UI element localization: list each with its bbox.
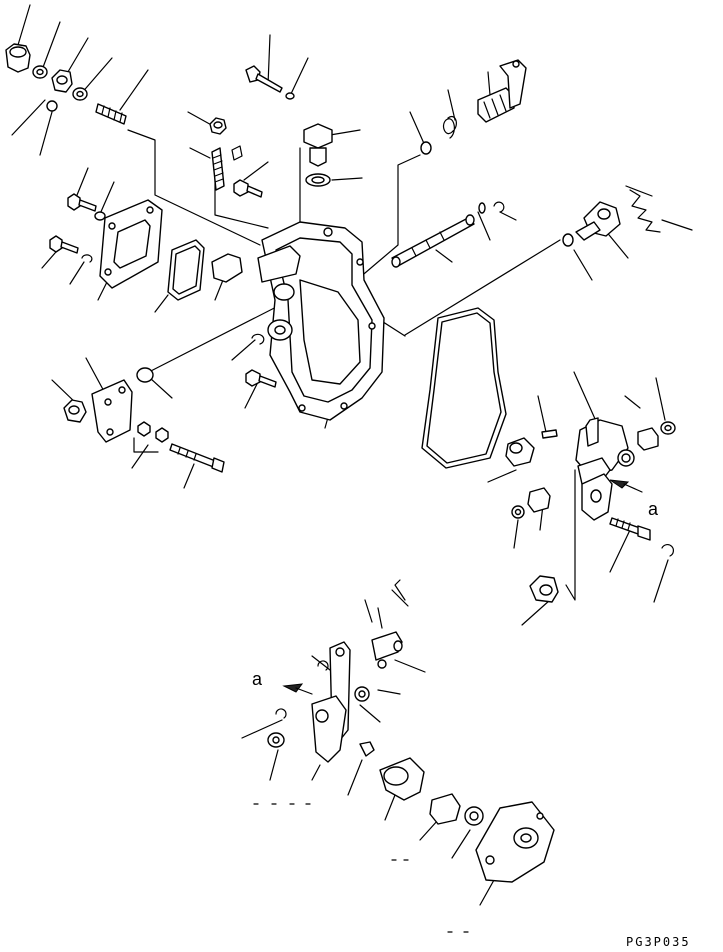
bushing-c — [430, 794, 460, 824]
nut-d — [156, 428, 168, 442]
bolt-e — [246, 370, 276, 387]
snap-ring-a — [494, 202, 504, 212]
bolt-c — [234, 180, 262, 197]
coil-spring — [626, 186, 660, 232]
bolt-a — [68, 194, 96, 211]
washer-d — [286, 93, 294, 99]
snap-ring-d — [318, 661, 328, 670]
small-washer — [378, 660, 386, 668]
washer-a — [33, 66, 47, 78]
lever-shaft — [478, 60, 526, 122]
housing-gasket — [422, 308, 506, 468]
washer-c — [95, 212, 105, 220]
washer-i — [268, 733, 284, 747]
o-ring-c — [479, 203, 485, 213]
adjuster — [380, 758, 424, 800]
o-ring-e — [137, 368, 153, 382]
pin — [542, 430, 557, 438]
nut-b — [210, 118, 226, 134]
o-ring-d — [563, 234, 573, 246]
pin-assembly — [372, 632, 402, 660]
governor-housing — [258, 222, 384, 420]
lower-lever — [312, 696, 346, 762]
plug — [304, 124, 332, 166]
o-ring-b — [421, 142, 431, 154]
cap-nut-b — [530, 576, 558, 602]
leader-lines — [12, 5, 692, 905]
snap-ring-e — [276, 709, 286, 718]
gasket-a — [168, 240, 204, 300]
adjust-bushing — [576, 202, 620, 240]
cover-plate — [100, 200, 162, 288]
washer-b — [73, 88, 87, 100]
callout-label-lower: a — [252, 669, 263, 689]
washer-g — [512, 506, 524, 518]
snap-ring-b — [252, 334, 264, 344]
washer-e — [306, 174, 330, 186]
flange-nut — [64, 400, 86, 422]
o-ring-small — [47, 101, 57, 111]
seal-plate — [212, 254, 242, 282]
torsion-spring — [444, 117, 457, 138]
nut-a — [52, 70, 72, 92]
small-bolt — [360, 742, 374, 756]
arrow-lower — [284, 684, 312, 694]
washer-h — [355, 687, 369, 701]
lever-housing — [476, 802, 554, 882]
spring-washer — [82, 255, 92, 262]
stud-bolt — [96, 104, 126, 124]
bracket-plate — [92, 380, 132, 442]
clip — [232, 146, 242, 160]
nut-c — [138, 422, 150, 436]
washer-j — [465, 807, 483, 825]
callout-label-upper: a — [648, 499, 659, 519]
bolt-f — [610, 518, 650, 540]
long-bolt — [170, 444, 224, 472]
shaft-plug — [506, 438, 534, 466]
bushing-a — [638, 428, 658, 450]
bolt-b — [50, 236, 78, 253]
threaded-rod — [212, 148, 224, 190]
cap-nut — [6, 44, 30, 72]
bolt-d — [246, 66, 282, 92]
drawing-code: PG3P035 — [626, 935, 691, 949]
arrow-upper — [610, 480, 642, 492]
snap-ring-c — [662, 545, 673, 556]
washer-f — [661, 422, 675, 434]
control-shaft — [392, 215, 474, 267]
governor-lever — [582, 474, 612, 520]
bushing-b — [528, 488, 550, 512]
